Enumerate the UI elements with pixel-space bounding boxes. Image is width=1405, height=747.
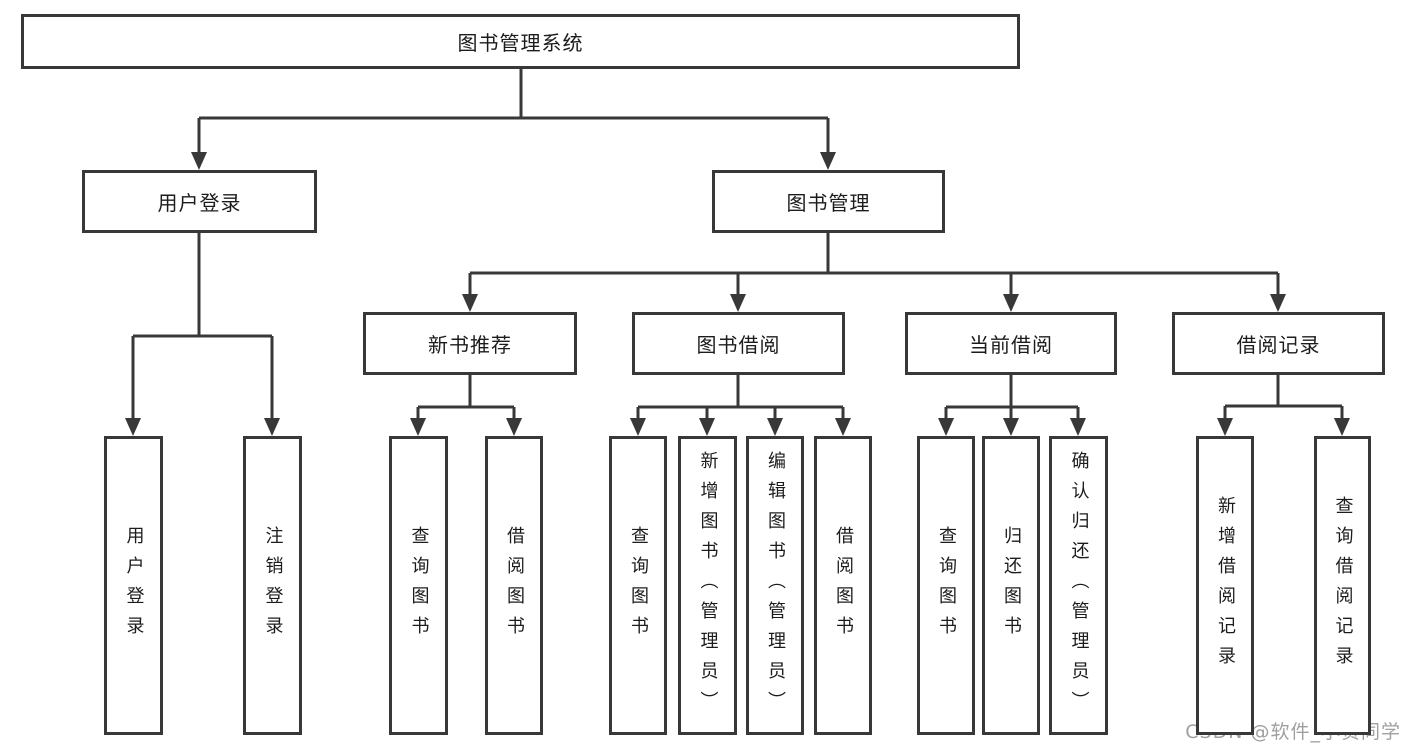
connector-group-3 bbox=[416, 375, 516, 422]
arrowhead-icon bbox=[462, 294, 478, 312]
node-leaf-query-books-2: 查询图书 bbox=[609, 436, 667, 735]
node-label-leaf-add-borrow-record: 新增借阅记录 bbox=[1215, 495, 1236, 676]
arrowhead-icon bbox=[264, 418, 280, 436]
node-leaf-edit-books: 编辑图书（管理员） bbox=[746, 436, 804, 735]
arrowhead-icon bbox=[1003, 294, 1019, 312]
node-label-leaf-query-borrow-record: 查询借阅记录 bbox=[1332, 495, 1354, 676]
node-leaf-confirm-return: 确认归还（管理员） bbox=[1049, 436, 1108, 735]
arrowhead-icon bbox=[1334, 418, 1350, 436]
node-leaf-add-books: 新增图书（管理员） bbox=[678, 436, 737, 735]
node-label-leaf-return-books: 归还图书 bbox=[1001, 525, 1022, 646]
node-book-borrowing: 图书借阅 bbox=[632, 312, 845, 375]
connector-group-2 bbox=[468, 233, 1280, 298]
node-label-library-system: 图书管理系统 bbox=[457, 31, 584, 55]
arrowhead-icon bbox=[938, 418, 954, 436]
arrowhead-icon bbox=[730, 294, 746, 312]
arrowhead-icon bbox=[506, 418, 522, 436]
connector-group-6 bbox=[1223, 375, 1344, 422]
connector-group-0 bbox=[197, 69, 830, 156]
node-leaf-query-borrow-record: 查询借阅记录 bbox=[1314, 436, 1371, 735]
connector-group-4 bbox=[636, 375, 845, 422]
connector-group-1 bbox=[131, 233, 274, 422]
arrowhead-icon bbox=[630, 418, 646, 436]
node-label-borrowing-records: 借阅记录 bbox=[1236, 333, 1321, 357]
node-label-user-login: 用户登录 bbox=[157, 191, 242, 215]
node-current-borrowing: 当前借阅 bbox=[905, 312, 1117, 375]
arrowhead-icon bbox=[125, 418, 141, 436]
node-library-system: 图书管理系统 bbox=[21, 14, 1020, 69]
node-label-leaf-logout: 注销登录 bbox=[262, 525, 284, 646]
node-leaf-query-books-3: 查询图书 bbox=[917, 436, 975, 735]
connector-group-5 bbox=[944, 375, 1080, 422]
node-label-leaf-user-login: 用户登录 bbox=[123, 525, 145, 646]
node-book-management: 图书管理 bbox=[712, 170, 945, 233]
arrowhead-icon bbox=[1217, 418, 1233, 436]
node-label-book-borrowing: 图书借阅 bbox=[696, 333, 781, 357]
node-label-leaf-edit-books: 编辑图书（管理员） bbox=[765, 450, 786, 721]
arrowhead-icon bbox=[820, 152, 836, 170]
node-label-leaf-confirm-return: 确认归还（管理员） bbox=[1068, 450, 1090, 721]
node-leaf-logout: 注销登录 bbox=[243, 436, 302, 735]
node-label-leaf-query-books-1: 查询图书 bbox=[408, 525, 430, 646]
node-label-current-borrowing: 当前借阅 bbox=[969, 333, 1053, 357]
node-leaf-borrow-books-2: 借阅图书 bbox=[814, 436, 872, 735]
arrowhead-icon bbox=[191, 152, 207, 170]
arrowhead-icon bbox=[1070, 418, 1086, 436]
node-label-leaf-query-books-3: 查询图书 bbox=[936, 525, 957, 646]
node-leaf-return-books: 归还图书 bbox=[982, 436, 1040, 735]
node-leaf-borrow-books-1: 借阅图书 bbox=[485, 436, 543, 735]
node-borrowing-records: 借阅记录 bbox=[1172, 312, 1385, 375]
node-label-book-management: 图书管理 bbox=[786, 191, 871, 215]
node-leaf-query-books-1: 查询图书 bbox=[389, 436, 448, 735]
node-new-book-recommend: 新书推荐 bbox=[363, 312, 577, 375]
node-label-leaf-query-books-2: 查询图书 bbox=[628, 525, 649, 646]
arrowhead-icon bbox=[699, 418, 715, 436]
node-leaf-add-borrow-record: 新增借阅记录 bbox=[1196, 436, 1254, 735]
node-label-leaf-borrow-books-2: 借阅图书 bbox=[833, 525, 854, 646]
arrowhead-icon bbox=[1270, 294, 1286, 312]
node-label-leaf-borrow-books-1: 借阅图书 bbox=[504, 525, 525, 646]
node-label-leaf-add-books: 新增图书（管理员） bbox=[697, 450, 719, 721]
node-user-login: 用户登录 bbox=[82, 170, 317, 233]
arrowhead-icon bbox=[410, 418, 426, 436]
arrowhead-icon bbox=[835, 418, 851, 436]
arrowhead-icon bbox=[767, 418, 783, 436]
arrowhead-icon bbox=[1003, 418, 1019, 436]
node-leaf-user-login: 用户登录 bbox=[104, 436, 163, 735]
node-label-new-book-recommend: 新书推荐 bbox=[428, 333, 512, 357]
